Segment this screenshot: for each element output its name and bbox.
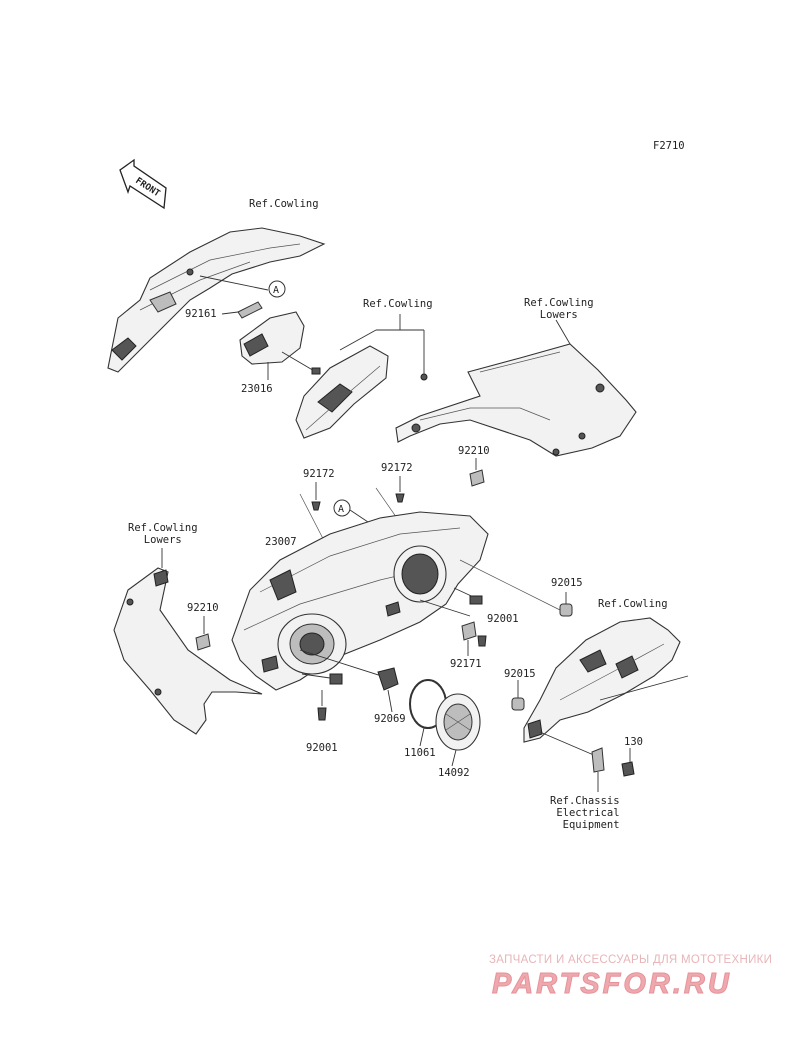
part-92069-drawing — [377, 667, 399, 713]
inner-cowling-panel — [295, 314, 428, 439]
ref-cowling-lowers-right[interactable]: Ref.Cowling Lowers — [524, 297, 594, 321]
part-92001-drawing — [317, 635, 487, 721]
part-92015-drawing — [511, 592, 573, 711]
watermark-logo: PARTSFOR.RU — [492, 968, 732, 1001]
figure-code: F2710 — [653, 140, 685, 152]
part-label-92015-top[interactable]: 92015 — [551, 577, 583, 589]
part-label-92172-right[interactable]: 92172 — [381, 462, 413, 474]
part-label-92161[interactable]: 92161 — [185, 308, 217, 320]
upper-cowling-ref[interactable] — [107, 227, 326, 373]
part-label-92001-right[interactable]: 92001 — [487, 613, 519, 625]
headlight-assembly-23007 — [231, 511, 561, 691]
ref-cowling-right[interactable]: Ref.Cowling — [598, 598, 668, 610]
ref-cowling-lowers-left[interactable]: Ref.Cowling Lowers — [128, 522, 198, 546]
watermark-tagline: ЗАПЧАСТИ И АКСЕССУАРЫ ДЛЯ МОТОТЕХНИКИ — [489, 954, 773, 966]
part-23016-drawing — [239, 311, 321, 380]
part-label-130[interactable]: 130 — [624, 736, 643, 748]
part-label-92015-bottom[interactable]: 92015 — [504, 668, 536, 680]
part-label-23016[interactable]: 23016 — [241, 383, 273, 395]
part-92210-left-drawing — [195, 616, 211, 651]
part-label-14092[interactable]: 14092 — [438, 767, 470, 779]
part-92171-drawing — [461, 621, 477, 656]
callout-a-center: A — [333, 499, 369, 523]
callout-marker-label: A — [273, 285, 279, 296]
part-label-92001-left[interactable]: 92001 — [306, 742, 338, 754]
ref-chassis-electrical[interactable]: Ref.Chassis Electrical Equipment — [550, 795, 620, 831]
part-label-11061[interactable]: 11061 — [404, 747, 436, 759]
part-label-92210-right[interactable]: 92210 — [458, 445, 490, 457]
cowling-bracket-right — [523, 617, 689, 792]
part-label-23007[interactable]: 23007 — [265, 536, 297, 548]
ref-cowling-center[interactable]: Ref.Cowling — [363, 298, 433, 310]
part-label-92069[interactable]: 92069 — [374, 713, 406, 725]
part-92210-right-drawing — [469, 458, 485, 487]
part-label-92171[interactable]: 92171 — [450, 658, 482, 670]
part-label-92210-left[interactable]: 92210 — [187, 602, 219, 614]
cowling-lowers-left — [113, 548, 263, 735]
cowling-lowers-right — [395, 319, 637, 457]
part-92161-drawing — [221, 301, 263, 319]
part-label-92172-left[interactable]: 92172 — [303, 468, 335, 480]
part-14092-drawing — [435, 693, 481, 767]
ref-cowling-top[interactable]: Ref.Cowling — [249, 198, 319, 210]
callout-marker-label: A — [338, 504, 344, 515]
front-arrow-icon: FRONT — [119, 158, 167, 210]
callout-a-top: A — [199, 275, 286, 298]
